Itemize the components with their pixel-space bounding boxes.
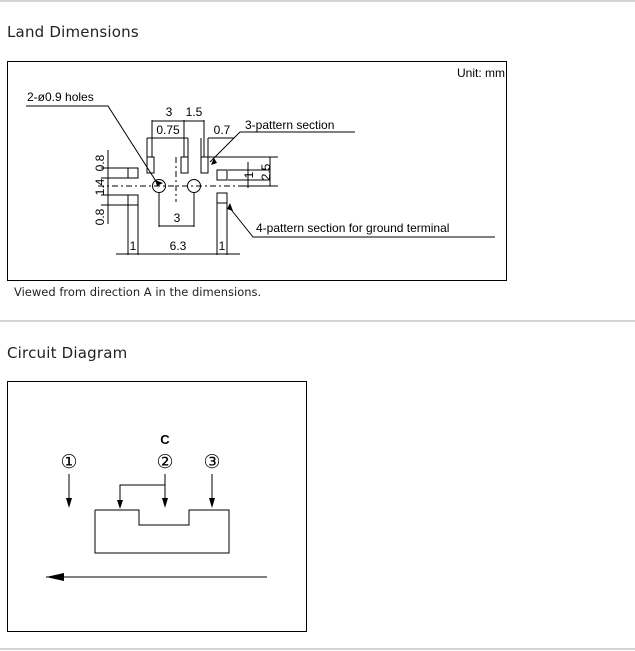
ground-pad-bottom-right: [216, 192, 228, 204]
dim-6-3: 6.3: [170, 239, 187, 253]
pattern-pad-1: [146, 156, 155, 174]
dim-0-8-top: 0.8: [93, 154, 107, 171]
dim-2-5: 2.5: [259, 163, 273, 180]
top-divider: [0, 0, 635, 2]
terminal-2-label: ②: [156, 452, 173, 473]
terminal-3-label: ③: [203, 452, 220, 473]
four-pattern-label: 4-pattern section for ground terminal: [256, 221, 449, 235]
arrow-1: [66, 498, 72, 508]
direction-arrowhead: [46, 573, 64, 581]
dim-3-top: 3: [166, 105, 173, 119]
three-pattern-label: 3-pattern section: [245, 118, 334, 132]
dim-0-8-bottom: 0.8: [93, 208, 107, 225]
ground-pad-top-right: [216, 169, 228, 181]
circuit-diagram-figure: C ① ② ③: [7, 381, 307, 632]
terminal-1-label: ①: [60, 452, 77, 473]
ground-pad-bottom-left: [127, 194, 139, 206]
dim-0-7: 0.7: [214, 123, 231, 137]
dim-1-bottom-right: 1: [219, 239, 226, 253]
arrow-2: [162, 498, 168, 508]
land-dimensions-heading: Land Dimensions: [7, 23, 139, 41]
circuit-diagram-heading: Circuit Diagram: [7, 344, 128, 362]
unit-label: Unit: mm: [457, 66, 505, 80]
common-link: [119, 484, 165, 502]
dim-1-bottom-left: 1: [130, 239, 137, 253]
dim-1-right: 1: [242, 171, 256, 178]
ground-pad-top-left: [127, 167, 139, 179]
middle-divider: [0, 320, 635, 322]
arrow-3: [209, 498, 215, 508]
pattern-pad-2: [180, 156, 189, 174]
view-direction-note: Viewed from direction A in the dimension…: [14, 285, 262, 299]
circuit-drawing: C ① ② ③: [46, 432, 267, 581]
pattern-pad-3: [200, 156, 209, 174]
land-dimensions-drawing: Unit: mm 2-ø0.9 holes 3 1.5 0.75 0.7 3-p…: [26, 66, 505, 255]
holes-label: 2-ø0.9 holes: [27, 90, 94, 104]
slide-track: [94, 509, 230, 554]
arrow-common: [117, 500, 123, 509]
dim-3-center: 3: [174, 211, 181, 225]
common-c-label: C: [160, 432, 170, 447]
dim-1-5: 1.5: [186, 105, 203, 119]
land-dimensions-figure: Unit: mm 2-ø0.9 holes 3 1.5 0.75 0.7 3-p…: [7, 61, 507, 281]
bottom-divider: [0, 648, 635, 650]
dim-0-75: 0.75: [156, 123, 180, 137]
dim-1-4: 1.4: [93, 178, 107, 195]
